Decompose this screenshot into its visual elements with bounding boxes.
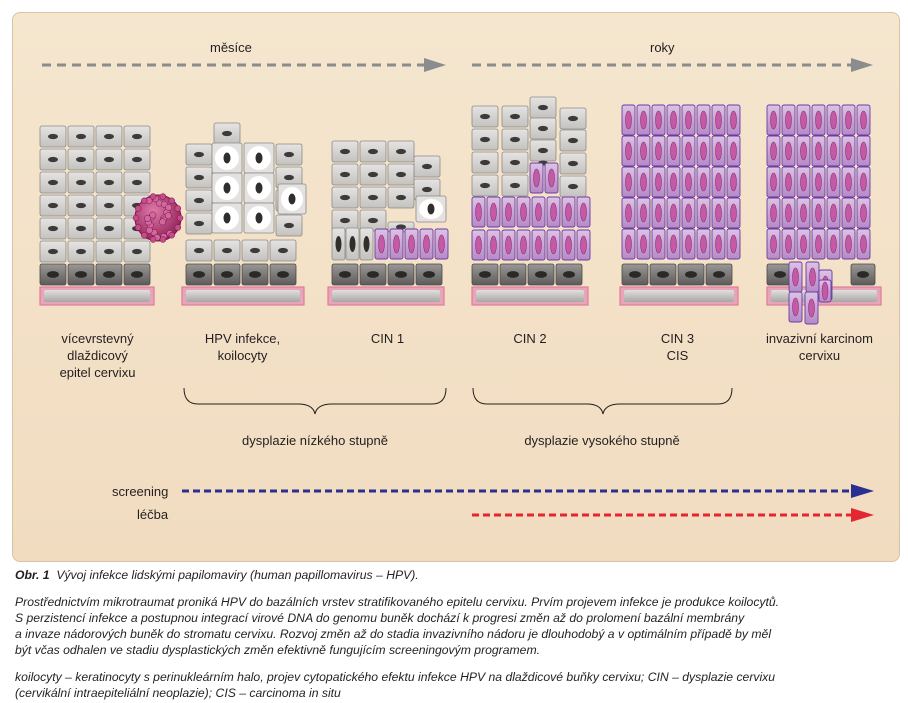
- abbreviation-line: koilocyty – keratinocyty s perinukleární…: [15, 670, 776, 684]
- high-grade-label: dysplazie vysokého stupně: [524, 433, 680, 448]
- treatment-label: léčba: [137, 507, 169, 522]
- high-grade-brace: [472, 387, 733, 415]
- figure-caption-title: Obr. 1 Vývoj infekce lidskými papilomavi…: [15, 568, 419, 584]
- figure-title: Vývoj infekce lidskými papilomaviry (hum…: [56, 568, 419, 582]
- stage-label-hpv-infection: HPV infekce, koilocyty: [204, 331, 281, 363]
- stage-label-cin2: CIN 2: [513, 331, 547, 346]
- months-label: měsíce: [210, 40, 252, 55]
- figure-number: Obr. 1: [15, 568, 50, 582]
- stage-label-invasive: invazivní karcinom cervixu: [766, 331, 873, 363]
- stage-label-cin1: CIN 1: [370, 331, 405, 346]
- years-arrow: [472, 58, 873, 72]
- caption-line: S perzistencí infekce a postupnou integr…: [15, 611, 745, 625]
- caption-line: Prostřednictvím mikrotraumat proniká HPV…: [15, 595, 780, 609]
- months-arrow: [42, 58, 446, 72]
- abbreviation-line: (cervikální intraepiteliální neoplazie);…: [15, 686, 341, 700]
- low-grade-brace: [183, 387, 447, 415]
- screening-label: screening: [112, 484, 169, 499]
- caption-line: a invaze nádorových buněk do stromatu ce…: [15, 627, 772, 641]
- diagram-panel: [12, 12, 900, 562]
- low-grade-label: dysplazie nízkého stupně: [242, 433, 388, 448]
- hpv-progression-diagram: [39, 58, 882, 522]
- caption-line: být včas odhalen ve stadiu dysplastickýc…: [15, 643, 540, 657]
- years-label: roky: [650, 40, 675, 55]
- stage-label-cin3: CIN 3 CIS: [660, 331, 695, 363]
- treatment-arrow: [472, 508, 874, 522]
- screening-arrow: [182, 484, 874, 498]
- stage-label-normal: vícevrstevný dlaždicový epitel cervixu: [59, 331, 136, 380]
